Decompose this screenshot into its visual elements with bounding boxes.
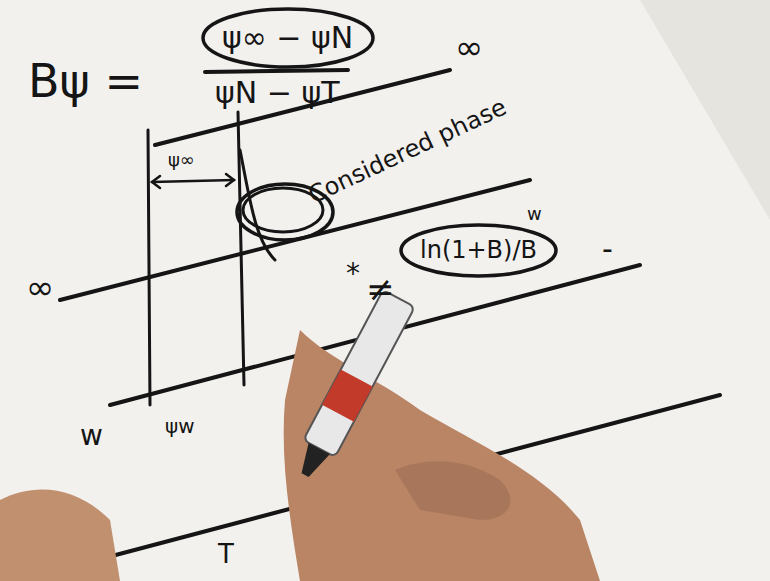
handwritten-label: ≠ (366, 270, 395, 309)
handwritten-label: Bψ = (28, 55, 143, 108)
handwritten-label: ψ∞ (168, 150, 195, 171)
handwritten-label: ψN − ψT (215, 76, 340, 111)
circled-expression: ψ∞ − ψN (200, 6, 376, 70)
marker (289, 290, 415, 483)
handwritten-label: ∞ (455, 28, 483, 67)
arrow-heads (152, 174, 234, 188)
fingers (0, 490, 120, 581)
handwritten-label: - (602, 232, 613, 267)
profile-curve (240, 150, 275, 260)
handwritten-label: ψw (165, 415, 195, 438)
handwritten-label: * (346, 258, 360, 290)
bracket-line (148, 130, 150, 405)
expression-text: ψ∞ − ψN (222, 20, 354, 56)
handwritten-label: ∞ (26, 268, 54, 307)
thumb (395, 461, 510, 520)
infinity-line (155, 70, 450, 145)
handwritten-label: w (80, 420, 103, 452)
handwritten-label: w (527, 204, 542, 225)
paper-shade (640, 0, 770, 220)
handwritten-label: T (218, 540, 234, 570)
fraction-bar (205, 70, 348, 72)
circled-expression: ln(1+B)/B (398, 222, 559, 279)
expression-text: ln(1+B)/B (420, 236, 537, 265)
dimension-arrow (152, 180, 234, 182)
